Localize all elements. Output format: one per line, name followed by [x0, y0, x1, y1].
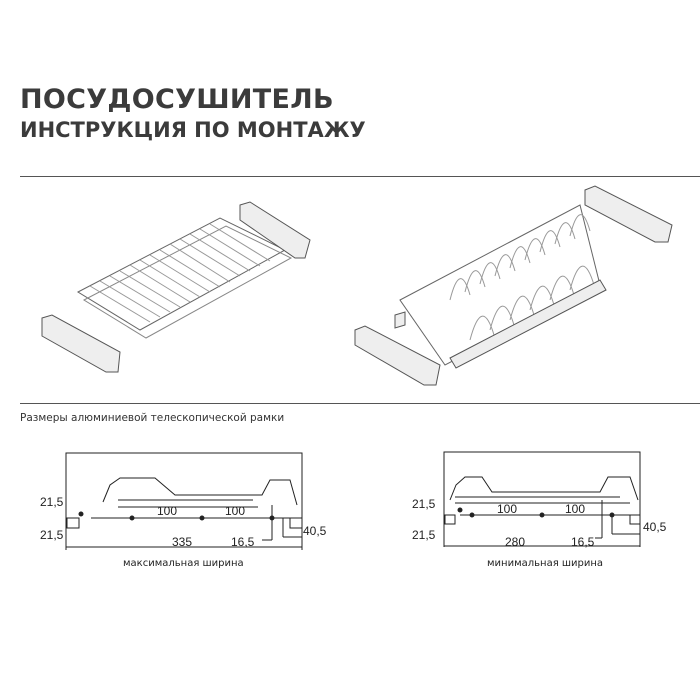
page-subtitle: ИНСТРУКЦИЯ ПО МОНТАЖУ: [20, 118, 366, 142]
dim-span2: 100: [225, 504, 246, 518]
plate-rack-illustration: [41, 201, 311, 373]
dim-total: 280: [505, 535, 526, 549]
section-caption: Размеры алюминиевой телескопической рамк…: [20, 412, 285, 424]
dim-right: 40,5: [303, 524, 327, 538]
diagram-caption-max: максимальная ширина: [123, 558, 244, 569]
dim-span1: 100: [497, 502, 518, 516]
dim-offset: 16,5: [571, 535, 595, 549]
divider-top: [20, 176, 700, 177]
dim-top-left: 21,5: [40, 495, 64, 509]
frame-diagram-min: [443, 451, 641, 547]
dim-total: 335: [172, 535, 193, 549]
dim-top-left: 21,5: [412, 497, 436, 511]
dim-offset: 16,5: [231, 535, 255, 549]
dim-bottom-left: 21,5: [40, 528, 64, 542]
diagram-caption-min: минимальная ширина: [487, 558, 604, 569]
dish-rack-illustration: [354, 185, 673, 386]
dim-bottom-left: 21,5: [412, 528, 436, 542]
divider-middle: [20, 403, 700, 404]
dim-span1: 100: [157, 504, 178, 518]
frame-diagram-max: [65, 452, 303, 550]
page-title: ПОСУДОСУШИТЕЛЬ: [20, 84, 334, 115]
dim-span2: 100: [565, 502, 586, 516]
dim-right: 40,5: [643, 520, 667, 534]
